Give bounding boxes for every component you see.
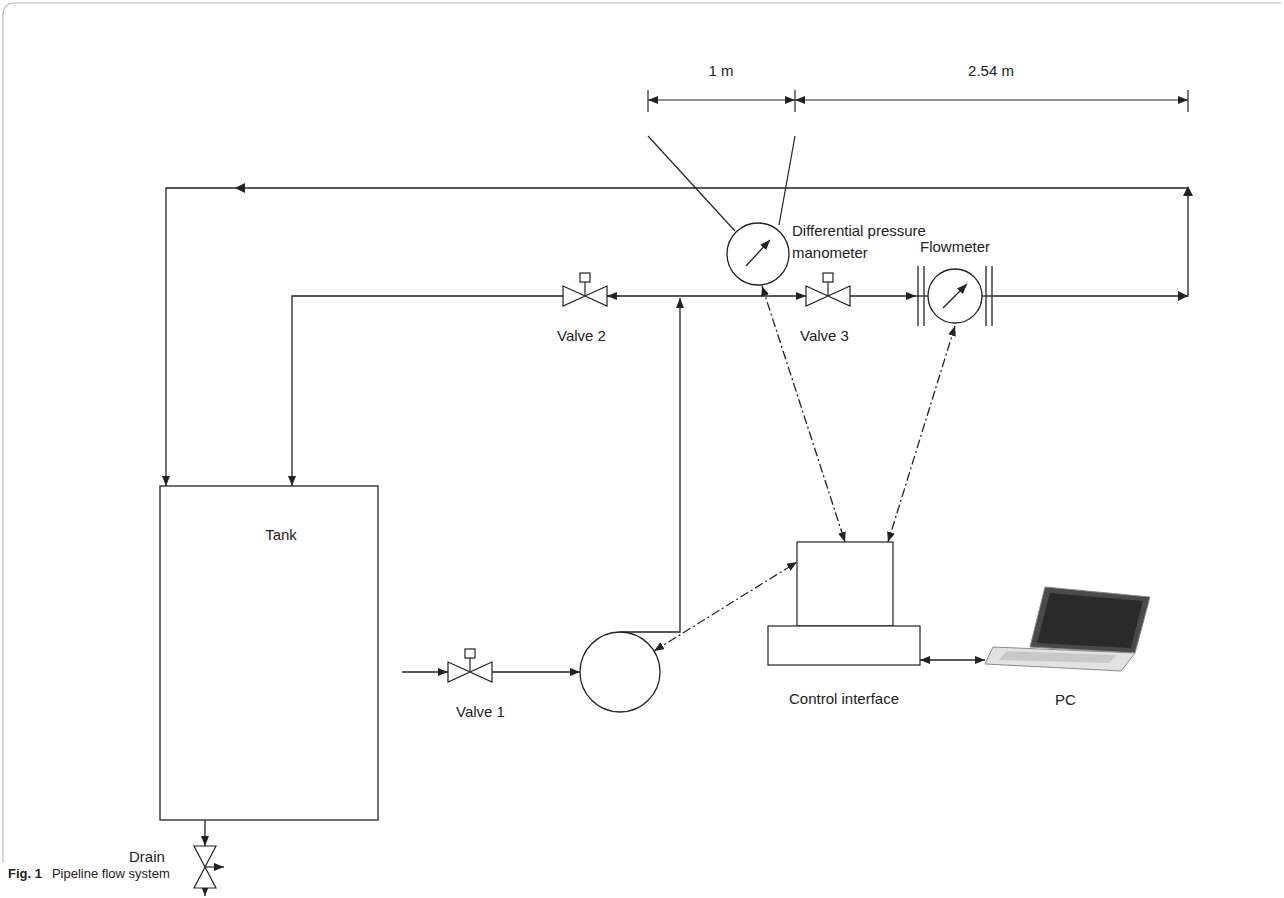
node-label: Valve 1 [456,701,505,723]
node-label: PC [1055,689,1076,711]
pc-laptop: PC [985,585,1150,673]
flowmeter-symbol [916,266,994,326]
signal-connector [888,326,955,542]
node-label: Tank [160,486,402,546]
valve-symbol [806,273,850,307]
pipe-connector [920,659,985,660]
figure-caption: Pipeline flow system [52,866,170,881]
figure-number: Fig. 1 [8,866,42,881]
pipe-connector [292,296,563,486]
pipe-connector [204,820,205,846]
dimension-lines [648,90,1188,112]
valve-symbol: Valve 3 [806,273,850,307]
pressure-tap-lines [648,136,795,231]
control-interface-box [768,542,920,665]
node-label: Drain [129,846,165,868]
drain-valve: Drain [193,846,217,888]
pc-laptop [985,585,1150,673]
valve-symbol [563,273,607,307]
node-label: Valve 2 [557,325,606,347]
signal-connector [762,286,845,542]
pipe-connector [850,295,916,296]
manometer-gauge [726,222,790,286]
node-label: Control interface [789,688,899,710]
dimension-label: 1 m [708,62,733,79]
figure-frame [3,3,1281,862]
dimension-label: 2.54 m [968,62,1014,79]
pump-piping [492,296,806,672]
tank-box: Tank [160,486,402,820]
valve-symbol [448,649,492,683]
control-interface-box: Control interface [768,542,920,665]
valve-symbol: Valve 2 [563,273,607,307]
manometer-gauge: Differential pressure manometer [726,222,790,286]
valve-symbol: Valve 1 [448,649,492,683]
caption-row: Fig. 1 Pipeline flow system [8,866,170,881]
flowmeter-symbol: Flowmeter [916,266,994,326]
drain-valve [193,846,217,888]
pump-symbol [580,632,660,712]
pipe-connector [402,671,448,672]
pipe-connector [166,188,1188,486]
node-label: Flowmeter [920,236,990,258]
node-label: Valve 3 [800,325,849,347]
